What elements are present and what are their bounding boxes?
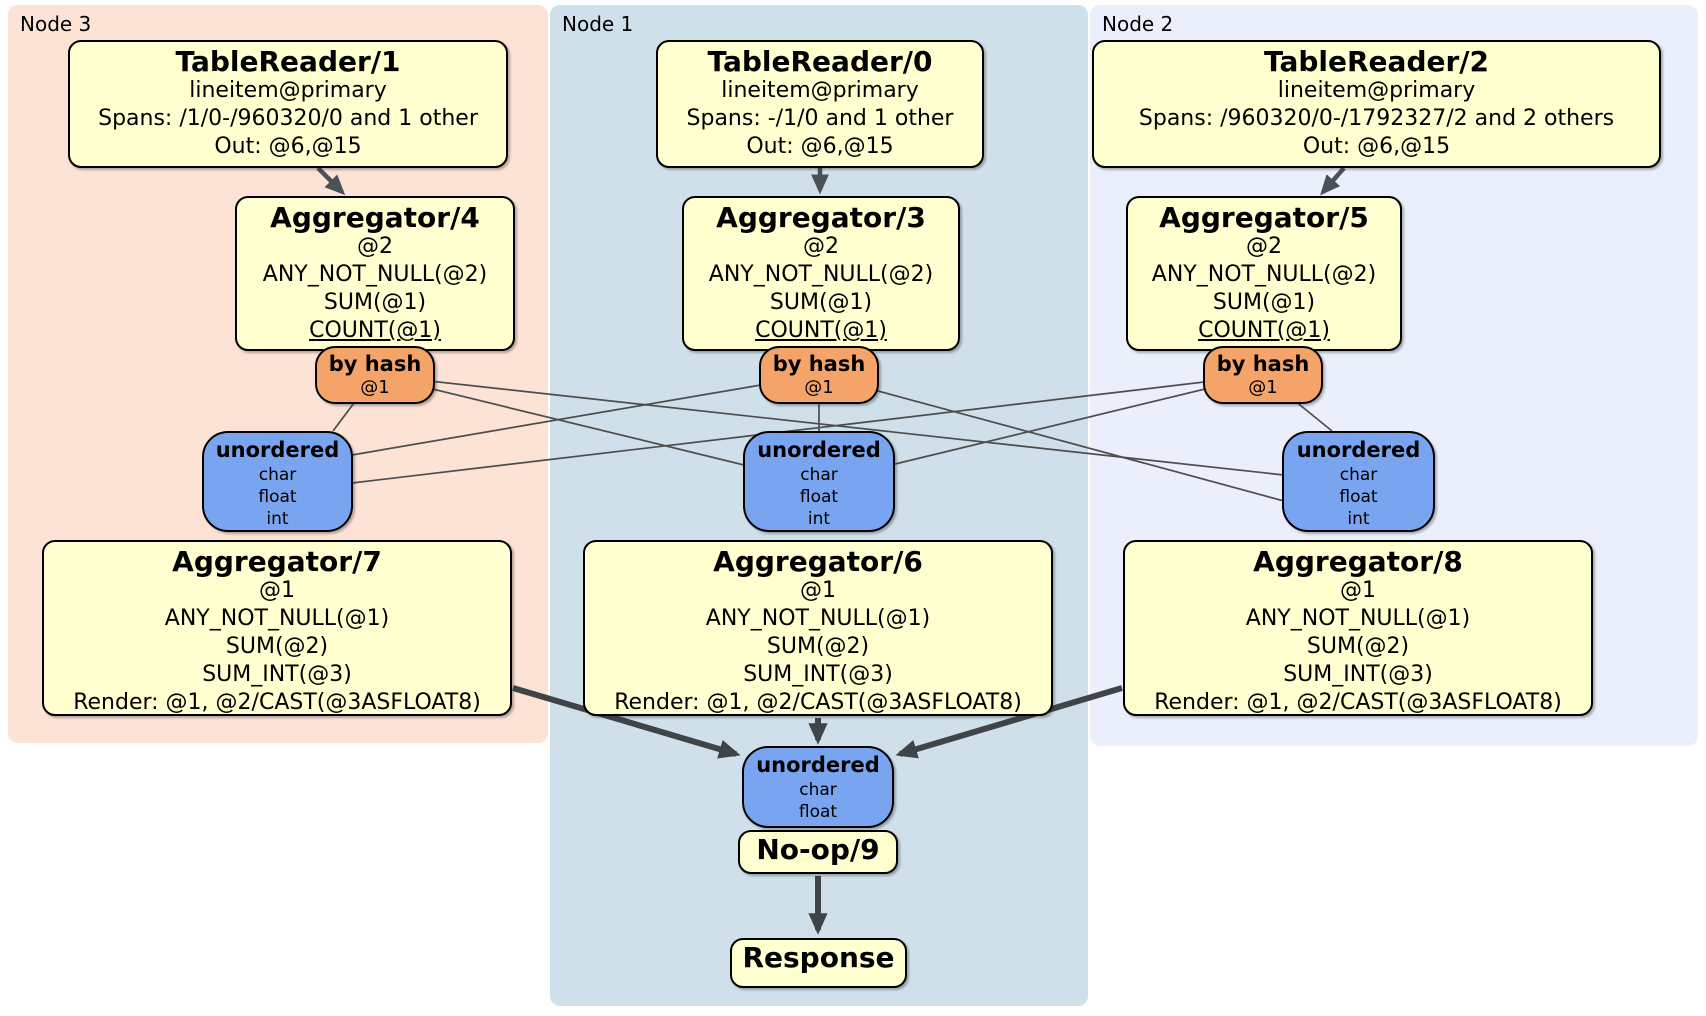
- router-columns: @1: [360, 377, 390, 398]
- node-title: TableReader/1: [175, 45, 401, 78]
- node-detail: Out: @6,@15: [214, 134, 362, 159]
- sync-column: float: [258, 487, 297, 507]
- node-detail: @2: [357, 234, 393, 259]
- node-aggregator-3: Aggregator/3 @2 ANY_NOT_NULL(@2) SUM(@1)…: [682, 196, 960, 351]
- node-title: TableReader/0: [707, 45, 933, 78]
- sync-unordered-final: unordered char float: [742, 746, 894, 828]
- router-columns: @1: [804, 377, 834, 398]
- node-noop-9: No-op/9: [738, 830, 898, 874]
- node-detail: COUNT(@1): [1198, 318, 1330, 343]
- sync-column: char: [800, 465, 838, 485]
- node-title: Aggregator/3: [716, 201, 926, 234]
- panel-node-1-label: Node 1: [562, 12, 634, 36]
- node-detail: ANY_NOT_NULL(@1): [705, 606, 931, 631]
- sync-column: float: [798, 802, 838, 822]
- sync-title: unordered: [215, 438, 340, 462]
- panel-node-3-label: Node 3: [20, 12, 92, 36]
- sync-column: float: [799, 487, 839, 507]
- node-detail: SUM_INT(@3): [202, 662, 352, 687]
- node-title: Aggregator/7: [172, 545, 382, 578]
- node-detail: @2: [803, 234, 839, 259]
- node-detail: lineitem@primary: [1277, 78, 1476, 103]
- node-detail: ANY_NOT_NULL(@2): [262, 262, 488, 287]
- node-tablereader-1: TableReader/1 lineitem@primary Spans: /1…: [68, 40, 508, 168]
- node-aggregator-5: Aggregator/5 @2 ANY_NOT_NULL(@2) SUM(@1)…: [1126, 196, 1402, 351]
- node-detail: @2: [1246, 234, 1282, 259]
- sync-title: unordered: [1296, 438, 1421, 462]
- node-detail: SUM(@2): [1306, 634, 1410, 659]
- sync-column: char: [1339, 465, 1378, 485]
- node-detail: lineitem@primary: [189, 78, 387, 103]
- node-detail: Spans: /1/0-/960320/0 and 1 other: [98, 106, 478, 131]
- router-byhash-node2: by hash @1: [1203, 346, 1323, 404]
- node-detail: Render: @1, @2/CAST(@3ASFLOAT8): [614, 690, 1022, 715]
- node-detail: Render: @1, @2/CAST(@3ASFLOAT8): [73, 690, 481, 715]
- node-detail: SUM(@1): [1212, 290, 1316, 315]
- node-tablereader-0: TableReader/0 lineitem@primary Spans: -/…: [656, 40, 984, 168]
- node-detail: Render: @1, @2/CAST(@3ASFLOAT8): [1154, 690, 1562, 715]
- node-title: Response: [742, 941, 895, 974]
- node-detail: COUNT(@1): [309, 318, 441, 343]
- node-detail: @1: [259, 578, 295, 603]
- node-aggregator-4: Aggregator/4 @2 ANY_NOT_NULL(@2) SUM(@1)…: [235, 196, 515, 351]
- node-detail: ANY_NOT_NULL(@1): [164, 606, 390, 631]
- node-detail: Spans: /960320/0-/1792327/2 and 2 others: [1138, 106, 1615, 131]
- router-byhash-node1: by hash @1: [759, 346, 879, 404]
- panel-node-2-label: Node 2: [1102, 12, 1174, 36]
- node-detail: Out: @6,@15: [746, 134, 894, 159]
- node-detail: SUM_INT(@3): [1283, 662, 1433, 687]
- node-detail: SUM_INT(@3): [743, 662, 893, 687]
- sync-unordered-node1: unordered char float int: [743, 431, 895, 532]
- node-detail: COUNT(@1): [755, 318, 887, 343]
- node-detail: Out: @6,@15: [1302, 134, 1451, 159]
- node-aggregator-8: Aggregator/8 @1 ANY_NOT_NULL(@1) SUM(@2)…: [1123, 540, 1593, 716]
- router-title: by hash: [328, 352, 422, 376]
- node-detail: SUM(@1): [769, 290, 873, 315]
- sync-column: char: [799, 780, 837, 800]
- sync-column: char: [258, 465, 297, 485]
- sync-column: int: [807, 509, 831, 529]
- node-response: Response: [730, 938, 907, 988]
- node-title: Aggregator/5: [1159, 201, 1369, 234]
- node-detail: ANY_NOT_NULL(@2): [1151, 262, 1377, 287]
- router-title: by hash: [1216, 352, 1310, 376]
- router-columns: @1: [1248, 377, 1278, 398]
- node-detail: SUM(@2): [766, 634, 870, 659]
- sync-unordered-node3: unordered char float int: [202, 431, 353, 532]
- node-detail: @1: [800, 578, 836, 603]
- node-detail: ANY_NOT_NULL(@1): [1245, 606, 1471, 631]
- sync-column: float: [1339, 487, 1378, 507]
- node-aggregator-6: Aggregator/6 @1 ANY_NOT_NULL(@1) SUM(@2)…: [583, 540, 1053, 716]
- node-title: No-op/9: [756, 833, 880, 866]
- node-aggregator-7: Aggregator/7 @1 ANY_NOT_NULL(@1) SUM(@2)…: [42, 540, 512, 716]
- sync-unordered-node2: unordered char float int: [1282, 431, 1435, 532]
- sync-title: unordered: [757, 438, 881, 462]
- node-tablereader-2: TableReader/2 lineitem@primary Spans: /9…: [1092, 40, 1661, 168]
- node-detail: lineitem@primary: [721, 78, 919, 103]
- node-detail: ANY_NOT_NULL(@2): [708, 262, 934, 287]
- sync-column: int: [266, 509, 289, 529]
- node-detail: SUM(@1): [323, 290, 427, 315]
- node-detail: @1: [1340, 578, 1376, 603]
- sync-title: unordered: [756, 753, 880, 777]
- sync-column: int: [1347, 509, 1370, 529]
- router-title: by hash: [772, 352, 866, 376]
- node-detail: SUM(@2): [225, 634, 329, 659]
- router-byhash-node3: by hash @1: [315, 346, 435, 404]
- node-detail: Spans: -/1/0 and 1 other: [686, 106, 954, 131]
- node-title: Aggregator/4: [270, 201, 480, 234]
- node-title: Aggregator/8: [1253, 545, 1463, 578]
- node-title: TableReader/2: [1263, 45, 1489, 78]
- node-title: Aggregator/6: [713, 545, 923, 578]
